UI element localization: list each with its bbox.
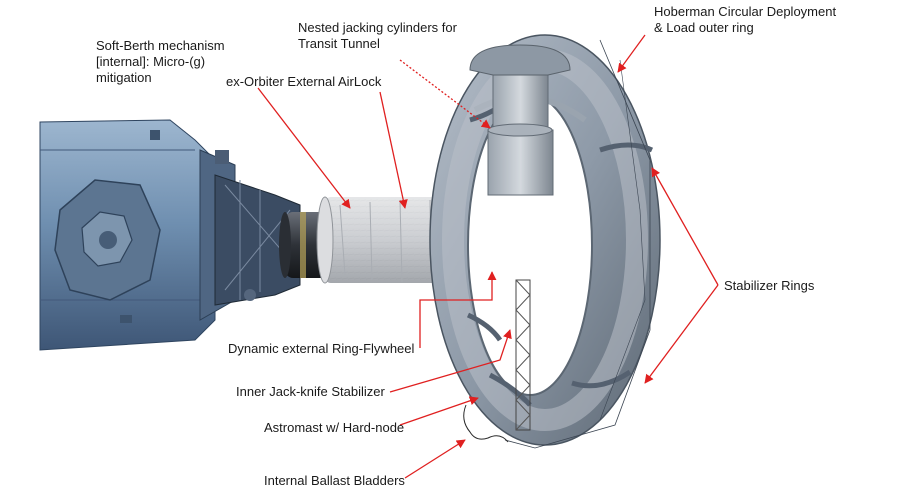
arrow-hoberman <box>617 34 646 73</box>
arrow-astromast <box>399 396 479 426</box>
ballast-bladders <box>463 404 509 443</box>
module-body <box>39 119 236 351</box>
label-stabilizer-rings: Stabilizer Rings <box>724 278 815 293</box>
label-ring-flywheel: Dynamic external Ring-Flywheel <box>228 341 415 356</box>
astromast <box>515 279 531 431</box>
label-nested-jacking-line2: Transit Tunnel <box>298 36 380 51</box>
label-ballast: Internal Ballast Bladders <box>264 473 405 488</box>
label-soft-berth-line2: [internal]: Micro-(g) <box>96 54 206 69</box>
pointer-arrows <box>257 34 719 479</box>
label-hoberman-line1: Hoberman Circular Deployment <box>654 4 837 19</box>
arrow-stabilizer-lower <box>644 284 719 384</box>
label-soft-berth-line3: mitigation <box>96 70 152 85</box>
arrow-soft-berth <box>257 87 351 209</box>
label-astromast: Astromast w/ Hard-node <box>264 420 405 435</box>
label-hoberman: Hoberman Circular Deployment & Load oute… <box>654 4 836 36</box>
arrow-ring-flywheel <box>419 271 497 348</box>
label-nested-jacking-line1: Nested jacking cylinders for <box>298 20 457 35</box>
transit-tunnel <box>469 44 571 196</box>
arrow-jackknife <box>389 329 512 393</box>
docking-adapter <box>214 150 301 306</box>
label-jackknife: Inner Jack-knife Stabilizer <box>236 384 385 399</box>
label-nested-jacking: Nested jacking cylinders for Transit Tun… <box>298 20 457 52</box>
label-hoberman-line2: & Load outer ring <box>654 20 754 35</box>
arrow-ballast <box>404 439 466 479</box>
label-soft-berth-line1: Soft-Berth mechanism <box>96 38 225 53</box>
arrow-airlock <box>379 91 408 209</box>
label-soft-berth: Soft-Berth mechanism [internal]: Micro-(… <box>96 38 225 86</box>
arrow-nested-jacking <box>399 59 491 129</box>
arrow-stabilizer-upper <box>651 167 719 286</box>
label-airlock: ex-Orbiter External AirLock <box>226 74 382 89</box>
